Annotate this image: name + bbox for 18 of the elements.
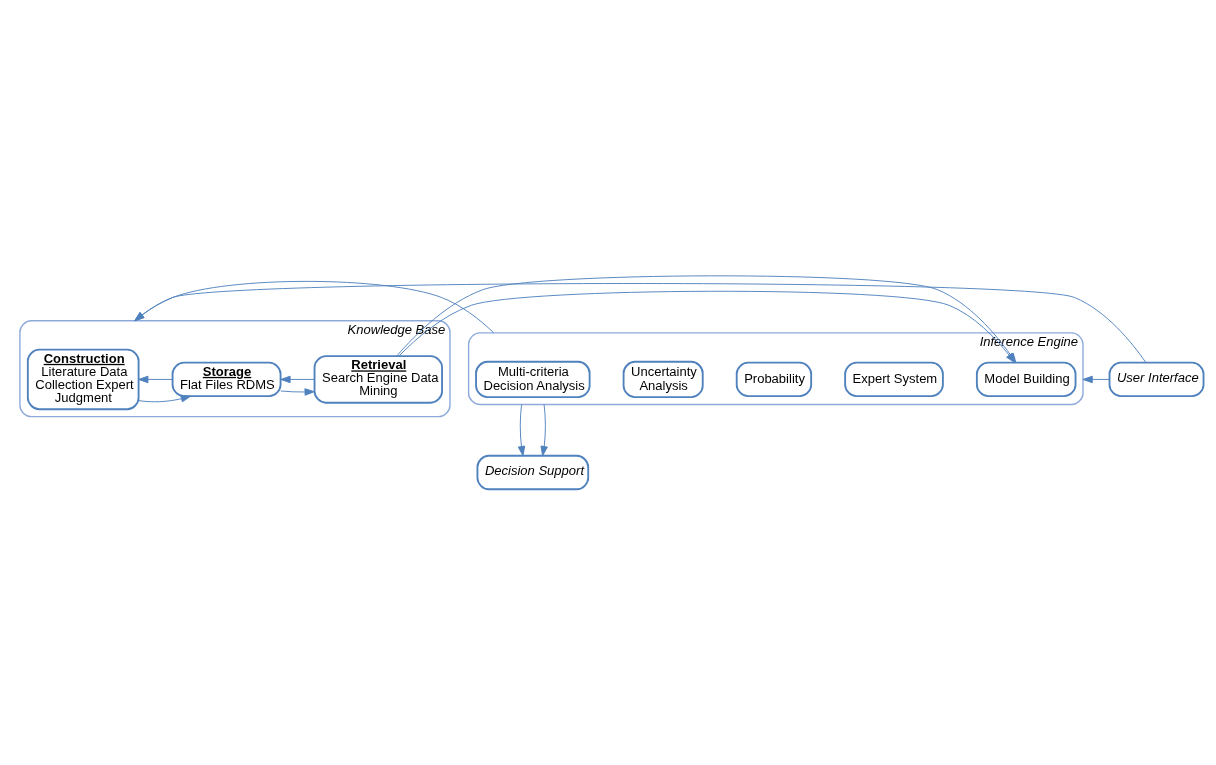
arrow (280, 375, 315, 384)
arrow (138, 395, 191, 403)
arrow (134, 280, 495, 334)
arrow (138, 375, 173, 384)
node-box: Multi-criteria Decision Analysis (475, 360, 591, 399)
node-box: Probability (735, 361, 813, 398)
node-box: Retrieval Search Engine Data Mining (313, 355, 443, 404)
node-box: Uncertainty Analysis (622, 360, 704, 399)
node-box: Model Building (975, 361, 1077, 398)
arrow (1082, 375, 1110, 384)
arrow (517, 404, 526, 457)
arrow (540, 404, 548, 457)
node-box: User Interface (1108, 361, 1205, 398)
node-box: Decision Support (476, 454, 590, 491)
node-box: Storage Flat Files RDMS (171, 361, 282, 398)
node-box: Construction Literature Data Collection Expert Judgment (26, 348, 140, 411)
arrow (280, 388, 315, 396)
node-box: Expert System (844, 361, 944, 398)
